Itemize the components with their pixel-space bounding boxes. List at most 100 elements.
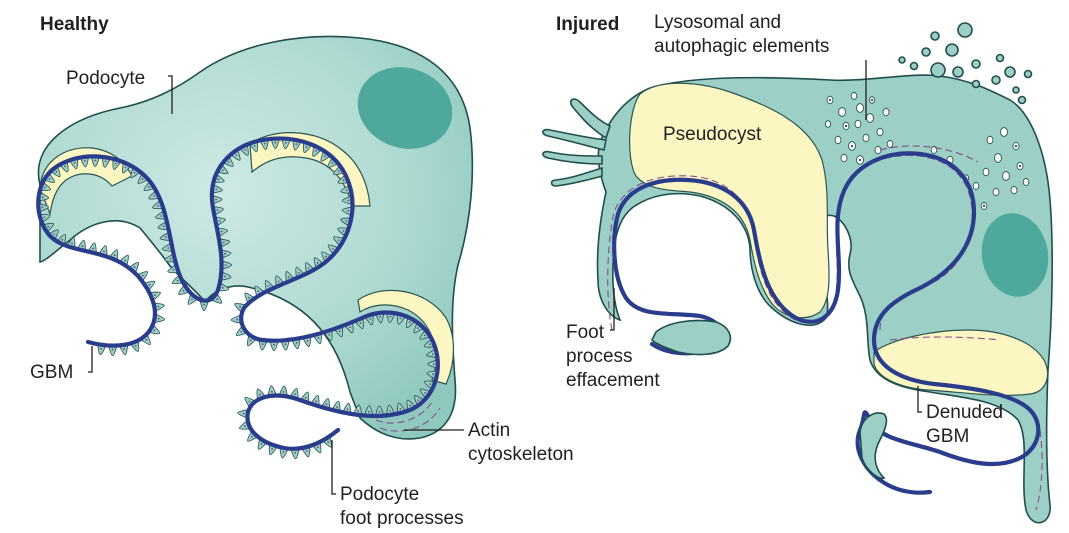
foot-process-actin-dot: [399, 408, 401, 410]
foot-process-actin-dot: [183, 290, 185, 292]
foot-process-actin-dot: [357, 410, 359, 412]
foot-process-actin-dot: [346, 220, 348, 222]
foot-process-actin-dot: [328, 334, 330, 336]
foot-process-actin-dot: [288, 276, 290, 278]
lysosomal-vesicle: [1003, 172, 1010, 181]
healthy-foot-label-line2: foot processes: [340, 508, 464, 529]
lysosomal-vesicle: [839, 108, 846, 117]
foot-process-actin-dot: [84, 160, 86, 162]
foot-process-actin-dot: [44, 187, 46, 189]
healthy-foot-leader: [332, 440, 336, 494]
foot-process-actin-dot: [338, 239, 340, 241]
lysosomal-vesicle: [973, 183, 979, 190]
foot-process-actin-dot: [347, 210, 349, 212]
foot-process-actin-dot: [284, 343, 286, 345]
foot-process-actin-dot: [251, 436, 253, 438]
foot-process-actin-dot: [148, 186, 150, 188]
foot-process-actin-dot: [149, 284, 151, 286]
foot-process-actin-dot: [165, 236, 167, 238]
foot-process-actin-dot: [250, 340, 252, 342]
foot-process-actin-dot: [327, 441, 329, 443]
lysosomal-vesicle: [1023, 179, 1029, 186]
foot-process-actin-dot: [43, 217, 45, 219]
foot-process-actin-dot: [315, 400, 317, 402]
foot-process-actin-dot: [145, 339, 147, 341]
foot-process-actin-dot: [336, 406, 338, 408]
lysosomal-vesicle: [841, 154, 847, 162]
lysosomal-label-line1: Lysosomal and: [654, 12, 781, 33]
healthy-foot-label-line1: Podocyte: [340, 484, 419, 505]
released-vesicle: [973, 81, 980, 88]
vesicle-content-dot: [1015, 145, 1017, 147]
released-vesicle: [911, 63, 918, 70]
healthy-podocyte-label: Podocyte: [66, 68, 145, 89]
foot-process-actin-dot: [115, 163, 117, 165]
foot-process-actin-dot: [222, 169, 224, 171]
foot-process-actin-dot: [262, 343, 264, 345]
foot-process-actin-dot: [167, 247, 169, 249]
foot-process-actin-dot: [243, 413, 245, 415]
foot-process-actin-dot: [379, 411, 381, 413]
healthy-actin-label-line1: Actin: [468, 420, 510, 441]
healthy-title: Healthy: [40, 14, 109, 35]
foot-process-actin-dot: [92, 248, 94, 250]
released-vesicle: [1025, 71, 1032, 78]
foot-process-actin-dot: [74, 162, 76, 164]
pseudocyst-label: Pseudocyst: [663, 124, 762, 145]
foot-process-actin-dot: [324, 155, 326, 157]
foot-process-actin-dot: [42, 196, 44, 198]
denuded-label-line1: Denuded: [926, 402, 1003, 423]
released-vesicle: [972, 60, 980, 68]
healthy-actin-label-line2: cytoskeleton: [468, 444, 574, 465]
foot-process-actin-dot: [222, 287, 224, 289]
foot-process-actin-dot: [124, 260, 126, 262]
foot-process-actin-dot: [173, 269, 175, 271]
foot-process-actin-dot: [368, 411, 370, 413]
lysosomal-vesicle: [995, 154, 1002, 163]
foot-process-actin-dot: [317, 446, 319, 448]
foot-process-actin-dot: [429, 343, 431, 345]
foot-process-actin-dot: [100, 348, 102, 350]
foot-process-actin-dot: [215, 188, 217, 190]
foot-process-actin-dot: [134, 266, 136, 268]
released-vesicle: [997, 55, 1004, 62]
released-vesicle: [1019, 97, 1026, 104]
foot-process-actin-dot: [283, 391, 285, 393]
foot-process-actin-dot: [429, 383, 431, 385]
lysosomal-vesicle: [863, 134, 869, 142]
foot-process-actin-dot: [123, 348, 125, 350]
foot-process-actin-dot: [308, 267, 310, 269]
foot-process-actin-dot: [216, 298, 218, 300]
foot-process-actin-dot: [343, 230, 345, 232]
foot-process-actin-dot: [296, 342, 298, 344]
vesicle-content-dot: [871, 99, 873, 101]
foot-process-actin-dot: [273, 344, 275, 346]
lysosomal-vesicle: [1001, 128, 1008, 137]
vesicle-content-dot: [829, 99, 831, 101]
foot-process-actin-dot: [274, 142, 276, 144]
released-vesicle: [946, 44, 958, 56]
foot-process-actin-dot: [306, 450, 308, 452]
foot-process-actin-dot: [347, 408, 349, 410]
foot-process-actin-dot: [236, 319, 238, 321]
foot-process-actin-dot: [332, 248, 334, 250]
foot-process-actin-dot: [112, 349, 114, 351]
foot-process-actin-dot: [318, 337, 320, 339]
foot-process-actin-dot: [219, 220, 221, 222]
vesicle-content-dot: [859, 159, 861, 161]
foot-process-actin-dot: [399, 318, 401, 320]
foot-process-actin-dot: [271, 448, 273, 450]
foot-process-actin-dot: [81, 245, 83, 247]
lysosomal-label-line2: autophagic elements: [654, 36, 829, 57]
lysosomal-vesicle: [851, 93, 857, 100]
foot-process-actin-dot: [225, 264, 227, 266]
foot-process-actin-dot: [346, 189, 348, 191]
foot-process-actin-dot: [244, 149, 246, 151]
foot-process-actin-dot: [432, 373, 434, 375]
lysosomal-vesicle: [887, 141, 893, 148]
foot-process-actin-dot: [418, 399, 420, 401]
foot-process-actin-dot: [249, 401, 251, 403]
foot-process-actin-dot: [191, 299, 193, 301]
foot-process-actin-dot: [47, 226, 49, 228]
foot-process-actin-dot: [215, 199, 217, 201]
